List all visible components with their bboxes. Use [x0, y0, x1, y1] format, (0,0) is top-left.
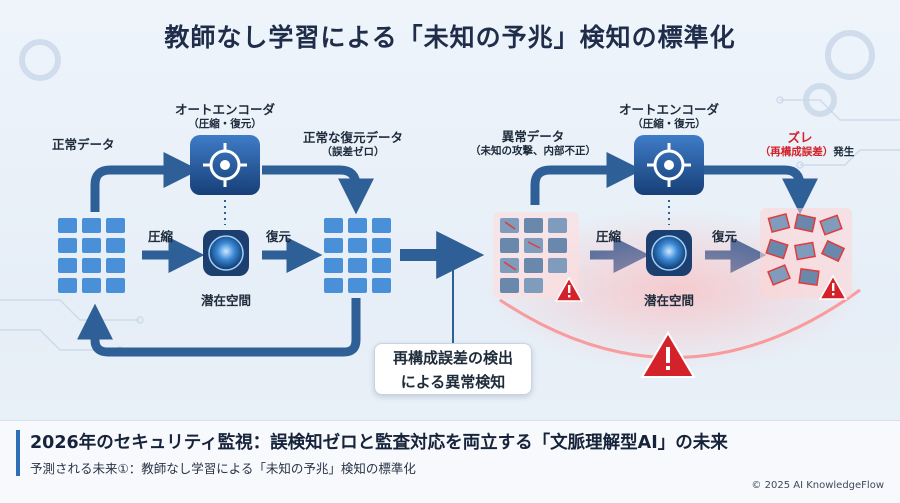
gear-icon: [19, 30, 875, 117]
warning-icon: [640, 331, 696, 378]
detection-callout: 再構成誤差の検出 による異常検知: [374, 343, 532, 395]
chip-gear-icon: [190, 135, 260, 195]
gap-title: ズレ: [787, 130, 813, 145]
latent-label-right: 潜在空間: [643, 293, 694, 308]
encoder-sub-left: （圧縮・復元）: [188, 118, 262, 130]
recon-sub: （誤差ゼロ）: [321, 146, 385, 158]
arrow-feedback-loop: [77, 298, 361, 357]
compress-label-right: 圧縮: [596, 229, 622, 244]
latent-sphere-icon: [646, 230, 692, 276]
normal-data-grid: [58, 218, 125, 293]
encoder-title-right: オートエンコーダ: [618, 102, 719, 117]
arrow-encoder-to-gap: [702, 165, 818, 215]
normal-data-label: 正常データ: [52, 137, 115, 152]
anomaly-data-grid: [493, 212, 579, 298]
background-decoration: [0, 30, 900, 354]
latent-label-left: 潜在空間: [200, 293, 251, 308]
restore-label-right: 復元: [712, 229, 738, 244]
broken-data-grid: [760, 208, 852, 298]
copyright: © 2025 AI KnowledgeFlow: [751, 480, 884, 491]
recon-data-grid: [324, 218, 391, 293]
latent-sphere-icon: [203, 230, 249, 276]
encoder-sub-right: （圧縮・復元）: [632, 118, 706, 130]
page-title: 教師なし学習による「未知の予兆」検知の標準化: [164, 23, 736, 52]
recon-title: 正常な復元データ: [302, 130, 403, 145]
callout-line2: による異常検知: [400, 373, 506, 391]
chip-gear-icon: [634, 135, 704, 195]
restore-label-left: 復元: [266, 229, 292, 244]
encoder-title-left: オートエンコーダ: [174, 102, 275, 117]
footer-accent-bar: [16, 430, 20, 476]
warning-icon: [554, 276, 584, 302]
anomaly-title: 異常データ: [501, 129, 565, 144]
footer-title: 2026年のセキュリティ監視：誤検知ゼロと監査対応を両立する「文脈理解型AI」の…: [30, 433, 728, 453]
arrow-encoder-to-recon: [262, 165, 374, 215]
compress-label-left: 圧縮: [148, 229, 174, 244]
flow-diagram: [58, 135, 865, 378]
warning-icon: [818, 274, 848, 300]
callout-line1: 再構成誤差の検出: [392, 349, 513, 367]
footer-panel: [0, 420, 900, 503]
arrow-normal-to-encoder: [90, 152, 200, 212]
arrow-anomaly-to-encoder: [530, 152, 643, 205]
gap-sub: （再構成誤差）発生: [742, 144, 872, 159]
gap-sub-red: （再構成誤差）: [759, 146, 834, 158]
anomaly-sub: （未知の攻撃、内部不正）: [470, 145, 596, 157]
footer-subtitle: 予測される未来①：教師なし学習による「未知の予兆」検知の標準化: [30, 461, 416, 476]
gap-sub-black: 発生: [833, 146, 855, 158]
